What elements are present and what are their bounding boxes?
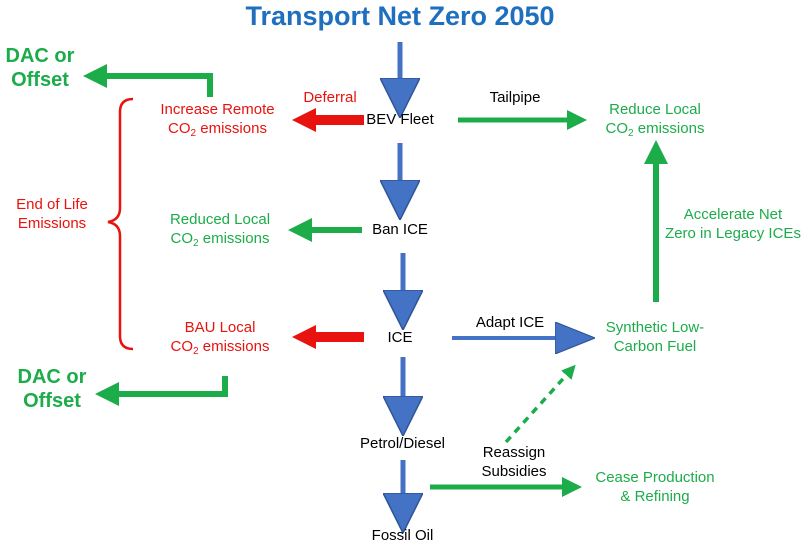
node-petrol-diesel: Petrol/Diesel [359, 435, 446, 452]
label-reassign-subsidies: Reassign Subsidies [481, 444, 547, 480]
end-of-life-bracket [107, 97, 134, 351]
arrow-to-dac-top [83, 64, 213, 97]
node-increase-remote-co2: Increase Remote CO2 emissions [160, 101, 275, 139]
label-deferral: Deferral [303, 89, 357, 106]
node-ice: ICE [387, 329, 413, 346]
node-bev-fleet: BEV Fleet [366, 111, 434, 128]
label-tailpipe: Tailpipe [489, 89, 541, 106]
label-adapt-ice: Adapt ICE [475, 314, 545, 331]
node-ban-ice: Ban ICE [372, 221, 428, 238]
page-title: Transport Net Zero 2050 [245, 1, 555, 31]
node-cease-production-refining: Cease Production & Refining [595, 469, 715, 505]
node-end-of-life-emissions: End of Life Emissions [16, 196, 88, 232]
node-bau-local-co2: BAU Local CO2 emissions [170, 319, 270, 357]
node-fossil-oil: Fossil Oil [371, 527, 434, 544]
node-reduce-local-co2: Reduce Local CO2 emissions [605, 101, 705, 139]
arrow-reassign-to-synthetic [504, 364, 576, 444]
node-reduced-local-co2: Reduced Local CO2 emissions [169, 211, 271, 249]
label-accelerate-net-zero: Accelerate Net Zero in Legacy ICEs [665, 206, 801, 242]
node-dac-offset-top: DAC or Offset [5, 45, 75, 91]
node-synthetic-low-carbon-fuel: Synthetic Low- Carbon Fuel [605, 319, 705, 355]
arrow-to-dac-bottom [95, 376, 228, 406]
node-dac-offset-bottom: DAC or Offset [17, 366, 87, 412]
